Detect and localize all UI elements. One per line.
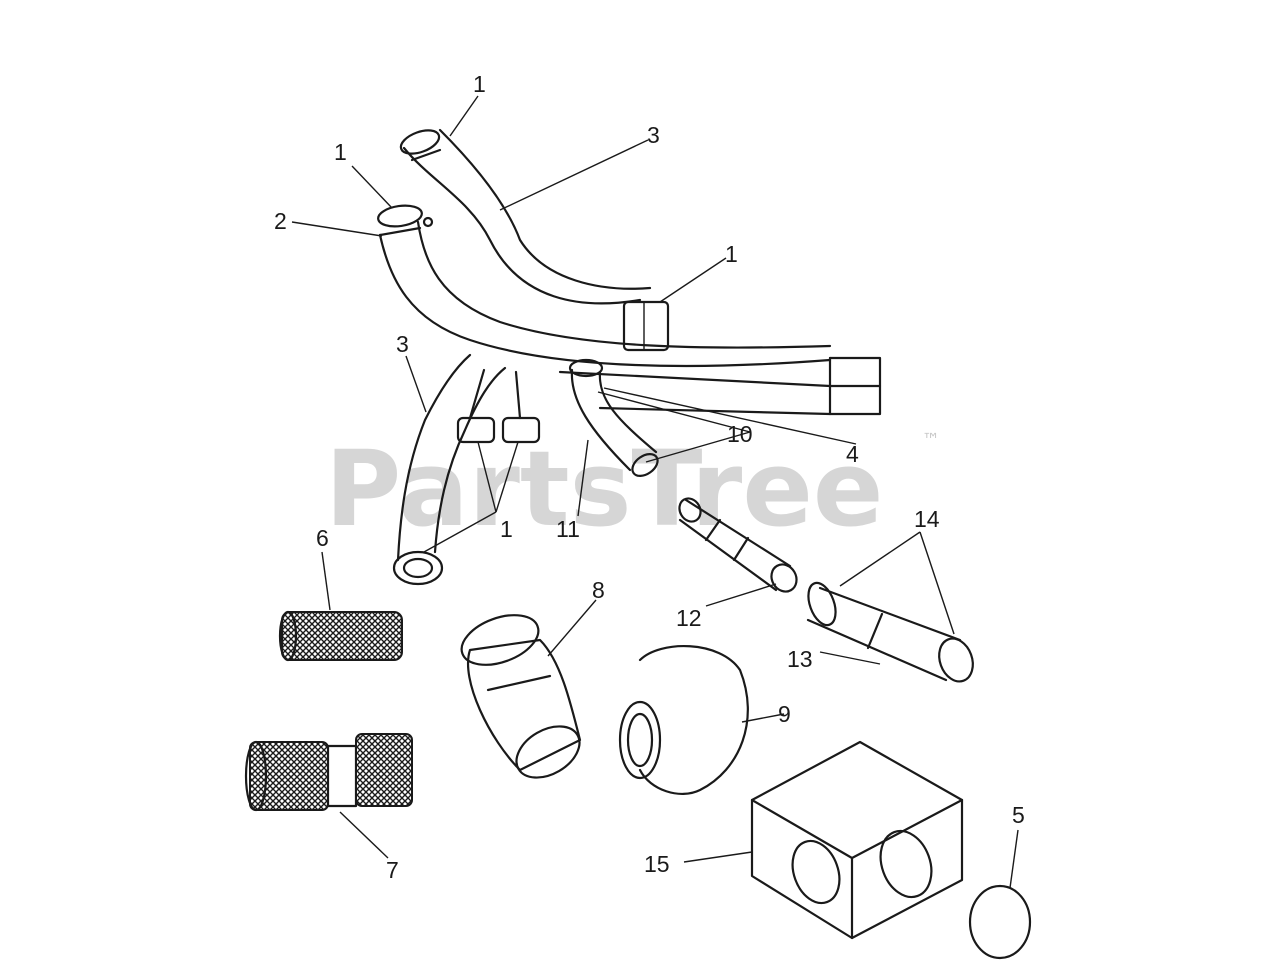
tube-4 bbox=[558, 356, 882, 416]
callout-3-lower: 3 bbox=[396, 331, 409, 357]
nipple-7 bbox=[244, 733, 413, 812]
callout-labels: 1 3 1 2 1 3 10 4 11 1 14 6 8 12 13 9 5 1… bbox=[274, 71, 1025, 883]
leader-lines bbox=[291, 95, 1019, 889]
callout-12: 12 bbox=[676, 605, 702, 631]
callout-8: 8 bbox=[592, 577, 605, 603]
hose-lower-left bbox=[392, 353, 541, 586]
callout-1-left: 1 bbox=[334, 139, 347, 165]
o-ring-5 bbox=[968, 884, 1032, 960]
watermark: PartsTree ™ bbox=[325, 428, 940, 550]
callout-15: 15 bbox=[644, 851, 670, 877]
hose-left bbox=[377, 204, 832, 368]
callout-6: 6 bbox=[316, 525, 329, 551]
callout-2: 2 bbox=[274, 208, 287, 234]
callout-1-top: 1 bbox=[473, 71, 486, 97]
callout-11: 11 bbox=[556, 516, 580, 542]
hose-barb-12 bbox=[678, 497, 798, 593]
callout-9: 9 bbox=[778, 701, 791, 727]
callout-7: 7 bbox=[386, 857, 399, 883]
callout-13: 13 bbox=[787, 646, 813, 672]
hose-13 bbox=[806, 581, 974, 683]
elbow-fitting bbox=[568, 358, 659, 478]
callout-5: 5 bbox=[1012, 802, 1025, 828]
callout-4: 4 bbox=[846, 441, 859, 467]
block-15 bbox=[750, 740, 964, 940]
watermark-text: PartsTree bbox=[325, 428, 883, 550]
callout-10: 10 bbox=[727, 421, 753, 447]
watermark-trademark: ™ bbox=[922, 430, 940, 451]
callout-14: 14 bbox=[914, 506, 940, 532]
hose-upper bbox=[399, 128, 670, 352]
nipple-6 bbox=[278, 610, 403, 662]
callout-1-right: 1 bbox=[725, 241, 738, 267]
callout-1-bottom: 1 bbox=[500, 516, 513, 542]
elbow-9 bbox=[618, 645, 749, 795]
callout-3-upper: 3 bbox=[647, 122, 660, 148]
tee-fitting-8 bbox=[460, 614, 582, 779]
